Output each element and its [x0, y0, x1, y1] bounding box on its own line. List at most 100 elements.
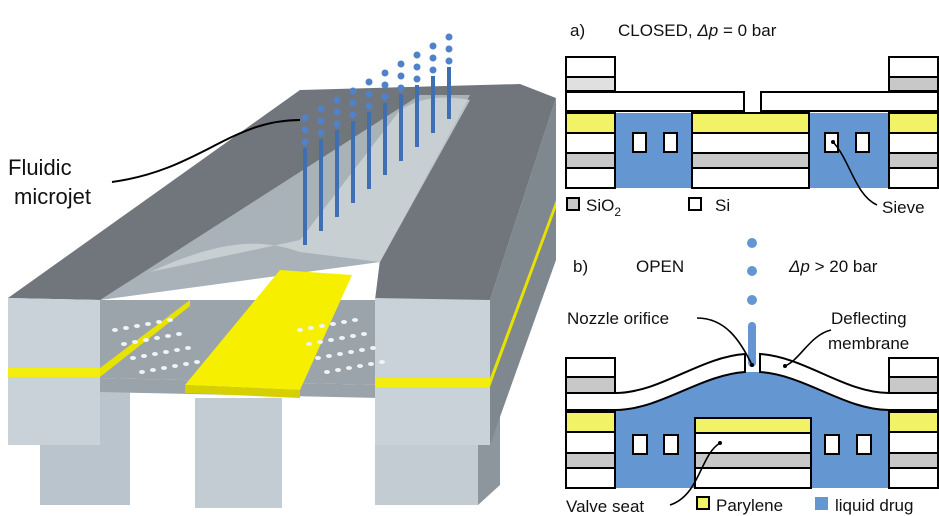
sieve-hole	[370, 346, 376, 350]
panel-b-state: OPEN	[636, 257, 684, 276]
sieve-label: Sieve	[882, 198, 925, 217]
sieve-hole	[341, 320, 347, 324]
microjet-droplet	[445, 45, 453, 53]
panel-a-closed: a) CLOSED, Δp = 0 bar	[565, 21, 939, 219]
legend-liquid-label: liquid drug	[835, 496, 913, 515]
microjet-droplet	[445, 33, 453, 41]
panel-b-pressure: Δp > 20 bar	[788, 257, 878, 276]
sieve-hole	[379, 360, 385, 364]
membrane-label-line1: Deflecting	[831, 309, 907, 328]
panel-b-dp-symbol: Δp	[788, 257, 810, 276]
microjet-droplet	[301, 126, 309, 134]
sieve-holes	[112, 318, 385, 374]
sieve-hole	[317, 340, 323, 344]
microjet-droplet	[381, 81, 389, 89]
sieve-hole	[167, 318, 173, 322]
panel-a-dp-value: = 0 bar	[718, 21, 776, 40]
microjet-droplet	[381, 69, 389, 77]
microjet-droplet	[429, 66, 437, 74]
legend-parylene-label: Parylene	[716, 496, 783, 515]
microjet-droplet	[333, 108, 341, 116]
sieve-hole	[176, 332, 182, 336]
sieve-hole	[141, 354, 147, 358]
microjet-droplet	[413, 75, 421, 83]
sieve-hole	[361, 332, 367, 336]
fluidic-microjets	[301, 33, 453, 245]
valve-seat-label: Valve seat	[566, 497, 644, 516]
panel-b-open: b) OPEN Δp > 20 bar	[565, 238, 939, 516]
sieve-hole	[172, 364, 178, 368]
sieve-hole	[134, 324, 140, 328]
legend-sio2-swatch	[566, 197, 580, 211]
legend-sio2-subscript: 2	[614, 205, 621, 219]
sieve-hole	[156, 320, 162, 324]
lower-center-pillar	[195, 398, 282, 508]
sieve-hole	[163, 350, 169, 354]
sieve-hole	[297, 328, 303, 332]
sieve-hole	[161, 366, 167, 370]
legend-sio2-label: SiO2	[586, 196, 621, 219]
sieve-hole	[150, 368, 156, 372]
microjet-label: microjet	[14, 184, 91, 209]
parylene-strip	[185, 270, 352, 390]
nozzle-orifice-label: Nozzle orifice	[567, 309, 669, 328]
panel-a-dp-symbol: Δp	[696, 21, 718, 40]
valve-seat-leader-line	[669, 442, 721, 506]
sieve-hole	[335, 368, 341, 372]
panel-a-state: CLOSED,	[618, 21, 693, 40]
microjet-droplet	[301, 138, 309, 146]
microjet-droplet	[301, 114, 309, 122]
sieve-hole	[368, 362, 374, 366]
sieve-hole	[348, 350, 354, 354]
microjet-droplet	[429, 42, 437, 50]
sieve-hole	[308, 326, 314, 330]
sieve-hole	[359, 348, 365, 352]
left-rail-parylene	[8, 368, 100, 377]
microjet-droplet	[413, 63, 421, 71]
fluidic-label: Fluidic	[8, 155, 72, 180]
sieve-hole	[154, 336, 160, 340]
microjet-droplet	[365, 102, 373, 110]
microjet-droplet	[349, 99, 357, 107]
microjet-droplet	[429, 54, 437, 62]
right-rail-side	[490, 98, 556, 445]
sieve-hole	[357, 364, 363, 368]
microjet-droplet	[349, 111, 357, 119]
panel-b-dp-value: > 20 bar	[810, 257, 878, 276]
right-rail-stripe-side	[490, 200, 556, 387]
membrane-leader-line	[784, 329, 832, 367]
microjet-droplet	[317, 129, 325, 137]
sieve-hole	[132, 340, 138, 344]
sieve-hole	[315, 356, 321, 360]
microjet-droplet	[365, 78, 373, 86]
sieve-hole	[346, 366, 352, 370]
sieve-hole	[112, 328, 118, 332]
microjet-droplet	[349, 87, 357, 95]
sieve-hole	[306, 342, 312, 346]
sieve-hole	[123, 326, 129, 330]
membrane-bulge	[150, 97, 470, 272]
sieve-hole	[143, 338, 149, 342]
microjet-leader-line	[111, 119, 301, 183]
device-3d-render: Fluidic microjet	[8, 33, 556, 508]
sieve-hole	[330, 322, 336, 326]
sieve-hole	[352, 318, 358, 322]
sieve-hole	[350, 334, 356, 338]
sieve-hole	[319, 324, 325, 328]
parylene-strip-front	[185, 385, 300, 398]
sieve-hole	[130, 356, 136, 360]
sieve-hole	[326, 354, 332, 358]
microjet-droplet	[413, 51, 421, 59]
microjet-droplet	[381, 93, 389, 101]
ejected-droplets	[747, 238, 757, 367]
sieve-hole	[174, 348, 180, 352]
nozzle-leader-line	[696, 317, 753, 366]
sieve-hole	[139, 370, 145, 374]
legend-parylene-swatch	[696, 496, 710, 510]
right-rail-front	[375, 298, 490, 445]
deflecting-membrane	[565, 352, 746, 411]
legend-sio2-text: SiO	[586, 196, 614, 215]
legend-liquid-swatch	[815, 497, 828, 510]
